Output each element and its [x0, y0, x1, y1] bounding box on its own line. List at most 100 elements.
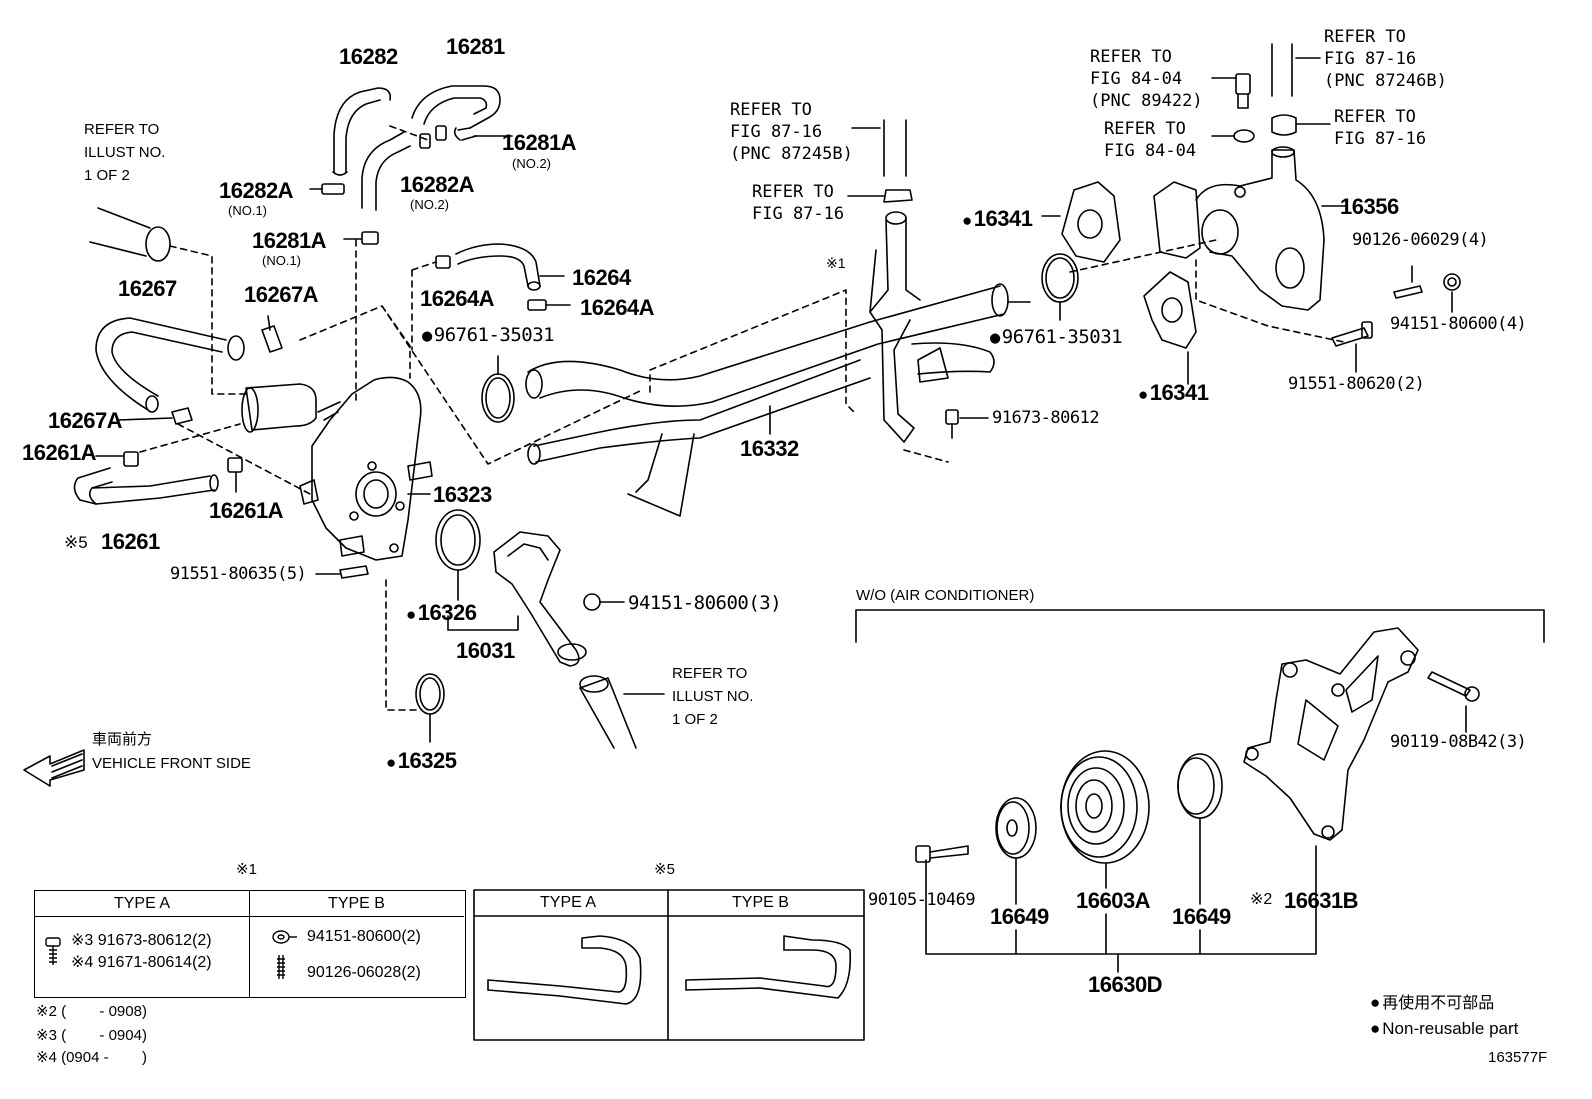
table1-type-a: TYPE A [35, 891, 249, 917]
label-96761-right: 96761-35031 [990, 328, 1123, 347]
ref-illust-2: REFER TO ILLUST NO. 1 OF 2 [672, 665, 754, 728]
label-91551-80635: 91551-80635(5) [170, 564, 307, 584]
ref-fig8404-a: REFER TO FIG 84-04 (PNC 89422) [1090, 47, 1203, 111]
table1-row-a1: ※3 91673-80612(2) [71, 932, 212, 949]
label-94151-3: 94151-80600(3) [628, 592, 782, 614]
table1: TYPE A TYPE B ※3 91673-80612(2) ※4 91671… [34, 890, 466, 998]
label-90105: 90105-10469 [868, 890, 976, 910]
label-16341-top: 16341 [962, 208, 1033, 230]
hose-16282 [332, 87, 411, 211]
clamp-16267A-left [171, 407, 193, 425]
front-arrow [23, 749, 85, 787]
label-no1-b: (NO.1) [262, 253, 301, 268]
label-16282A-no1: 16282A [219, 178, 294, 203]
label-16261: 16261 [101, 529, 160, 554]
pipe-top-left [89, 207, 171, 262]
label-16325: 16325 [386, 750, 457, 772]
hose-16264 [455, 243, 541, 291]
gasket-16341-bottom [1143, 271, 1197, 385]
label-91551-80620: 91551-80620(2) [1288, 374, 1425, 394]
label-no2-b: (NO.2) [410, 197, 449, 212]
diagram-id: 163577F [1488, 1049, 1548, 1066]
bolt-91673-80612 [945, 409, 989, 439]
label-96761-left: 96761-35031 [422, 326, 555, 345]
leader-96761-right [1007, 301, 1061, 321]
oring-16326 [435, 509, 481, 571]
clamp-16282A-no1 [309, 183, 345, 195]
label-16323: 16323 [433, 482, 492, 507]
clamp-16267A-top [261, 315, 283, 353]
label-16261A-right: 16261A [209, 498, 284, 523]
label-16264: 16264 [572, 265, 631, 290]
dash-left-2 [139, 423, 311, 495]
label-16326: 16326 [406, 602, 477, 624]
label-16264A-right: 16264A [580, 295, 655, 320]
wo-ac-label: W/O (AIR CONDITIONER) [856, 587, 1035, 604]
dash-16356 [1069, 239, 1345, 343]
dash-16332 [649, 289, 949, 463]
footnote-4: ※4 (0904 - ) [36, 1049, 147, 1066]
pulley-16603A [1060, 750, 1150, 864]
bracket-16631B [1243, 627, 1419, 841]
washer-16649-right [1177, 753, 1223, 819]
table1-mark: ※1 [236, 861, 257, 878]
ref-fig8716-a: REFER TO FIG 87-16 (PNC 87245B) [730, 100, 853, 164]
oring-96761-right-in [1045, 257, 1075, 299]
hose-16281 [411, 85, 501, 141]
label-16631B: 16631B [1284, 888, 1359, 913]
label-16603A: 16603A [1076, 888, 1151, 913]
oring-16325-in [419, 677, 441, 711]
clamp-16264A-right [527, 299, 571, 311]
front-en: VEHICLE FRONT SIDE [92, 755, 251, 772]
clamp-16261A-left [95, 451, 139, 467]
oring-96761-left-in [485, 377, 511, 419]
label-16356: 16356 [1340, 194, 1399, 219]
leader-16267A-left [117, 417, 173, 421]
clamp-16261A-right [227, 457, 243, 493]
ref-fig8716-d: REFER TO FIG 87-16 [1334, 107, 1427, 149]
ref-fig8716-b: REFER TO FIG 87-16 [752, 182, 845, 224]
mark-x5: ※5 [64, 533, 88, 552]
label-no1-a: (NO.1) [228, 203, 267, 218]
dash-left-1 [169, 245, 247, 395]
label-16341-bottom: 16341 [1138, 382, 1209, 404]
table1-type-b: TYPE B [249, 891, 464, 917]
ref-fig8716-c: REFER TO FIG 87-16 (PNC 87246B) [1324, 27, 1447, 91]
hose-16267 [95, 317, 245, 413]
label-90119: 90119-08B42(3) [1390, 732, 1527, 752]
label-16630D: 16630D [1088, 972, 1163, 997]
table1-row-b1: 94151-80600(2) [307, 928, 421, 945]
dash-oring [385, 579, 417, 711]
label-16649-right: 16649 [1172, 904, 1231, 929]
ref-illust-1: REFER TO ILLUST NO. 1 OF 2 [84, 121, 166, 184]
label-16282: 16282 [339, 44, 398, 69]
label-16281: 16281 [446, 34, 505, 59]
table1-row-a2: ※4 91671-80614(2) [71, 954, 212, 971]
table1-bolt-icon [45, 937, 61, 965]
mark-x1: ※1 [826, 255, 846, 271]
nut-94151-80600-3 [583, 593, 625, 611]
label-no2-a: (NO.2) [512, 156, 551, 171]
label-16649-left: 16649 [990, 904, 1049, 929]
oring-16326-in [440, 514, 476, 566]
label-16332: 16332 [740, 436, 799, 461]
clamp-ref-8716-b [883, 189, 913, 203]
label-16282A-no2: 16282A [400, 172, 475, 197]
sensor-89422 [1211, 73, 1251, 109]
table2-hoses [473, 889, 865, 1041]
label-16281A-no2: 16281A [502, 130, 577, 155]
footnote-3: ※3 ( - 0904) [36, 1027, 147, 1044]
oring-96761-right [1041, 253, 1079, 303]
ref-fig8404-b: REFER TO FIG 84-04 [1104, 119, 1197, 161]
label-94151-4: 94151-80600(4) [1390, 314, 1527, 334]
label-16267: 16267 [118, 276, 177, 301]
pipe-lower [579, 675, 637, 749]
table1-row-b2: 90126-06028(2) [307, 964, 421, 981]
bolt-90105 [915, 845, 969, 863]
housing-16323 [241, 376, 433, 561]
table2-mark: ※5 [654, 861, 675, 878]
label-16267A-top: 16267A [244, 282, 319, 307]
label-16031: 16031 [456, 638, 515, 663]
